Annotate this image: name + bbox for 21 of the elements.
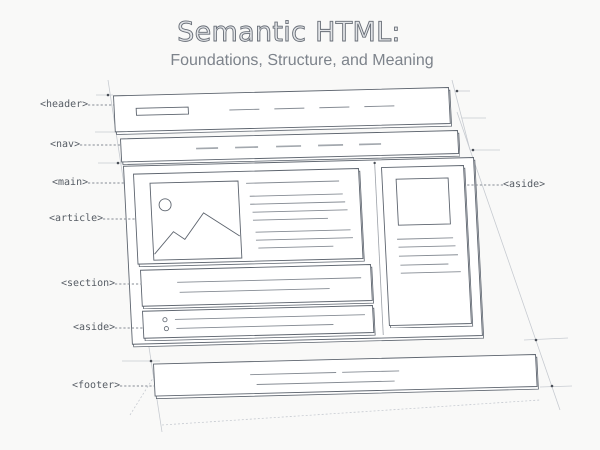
- sidebar-panel: [381, 164, 474, 328]
- tag-label: <aside>: [503, 178, 546, 192]
- tag-label: <aside>: [73, 321, 116, 335]
- nav-bar: [120, 130, 460, 165]
- tag-label: <section>: [61, 277, 116, 291]
- tag-label: <main>: [52, 176, 88, 190]
- aside-card: [142, 304, 376, 342]
- tag-label: <header>: [40, 98, 88, 112]
- tag-label: <article>: [49, 212, 104, 226]
- title: Semantic HTML:: [177, 17, 401, 49]
- leader-line: [464, 184, 504, 186]
- section-card: [140, 264, 374, 310]
- tag-label: <footer>: [72, 379, 120, 393]
- tag-label: <nav>: [50, 138, 80, 152]
- leader-line: [88, 104, 114, 106]
- leader-line: [102, 218, 137, 220]
- leader-line: [88, 182, 125, 184]
- footer-bar: [153, 354, 539, 400]
- subtitle: Foundations, Structure, and Meaning: [170, 51, 434, 70]
- leader-line: [80, 144, 121, 146]
- header-bar: [112, 86, 452, 135]
